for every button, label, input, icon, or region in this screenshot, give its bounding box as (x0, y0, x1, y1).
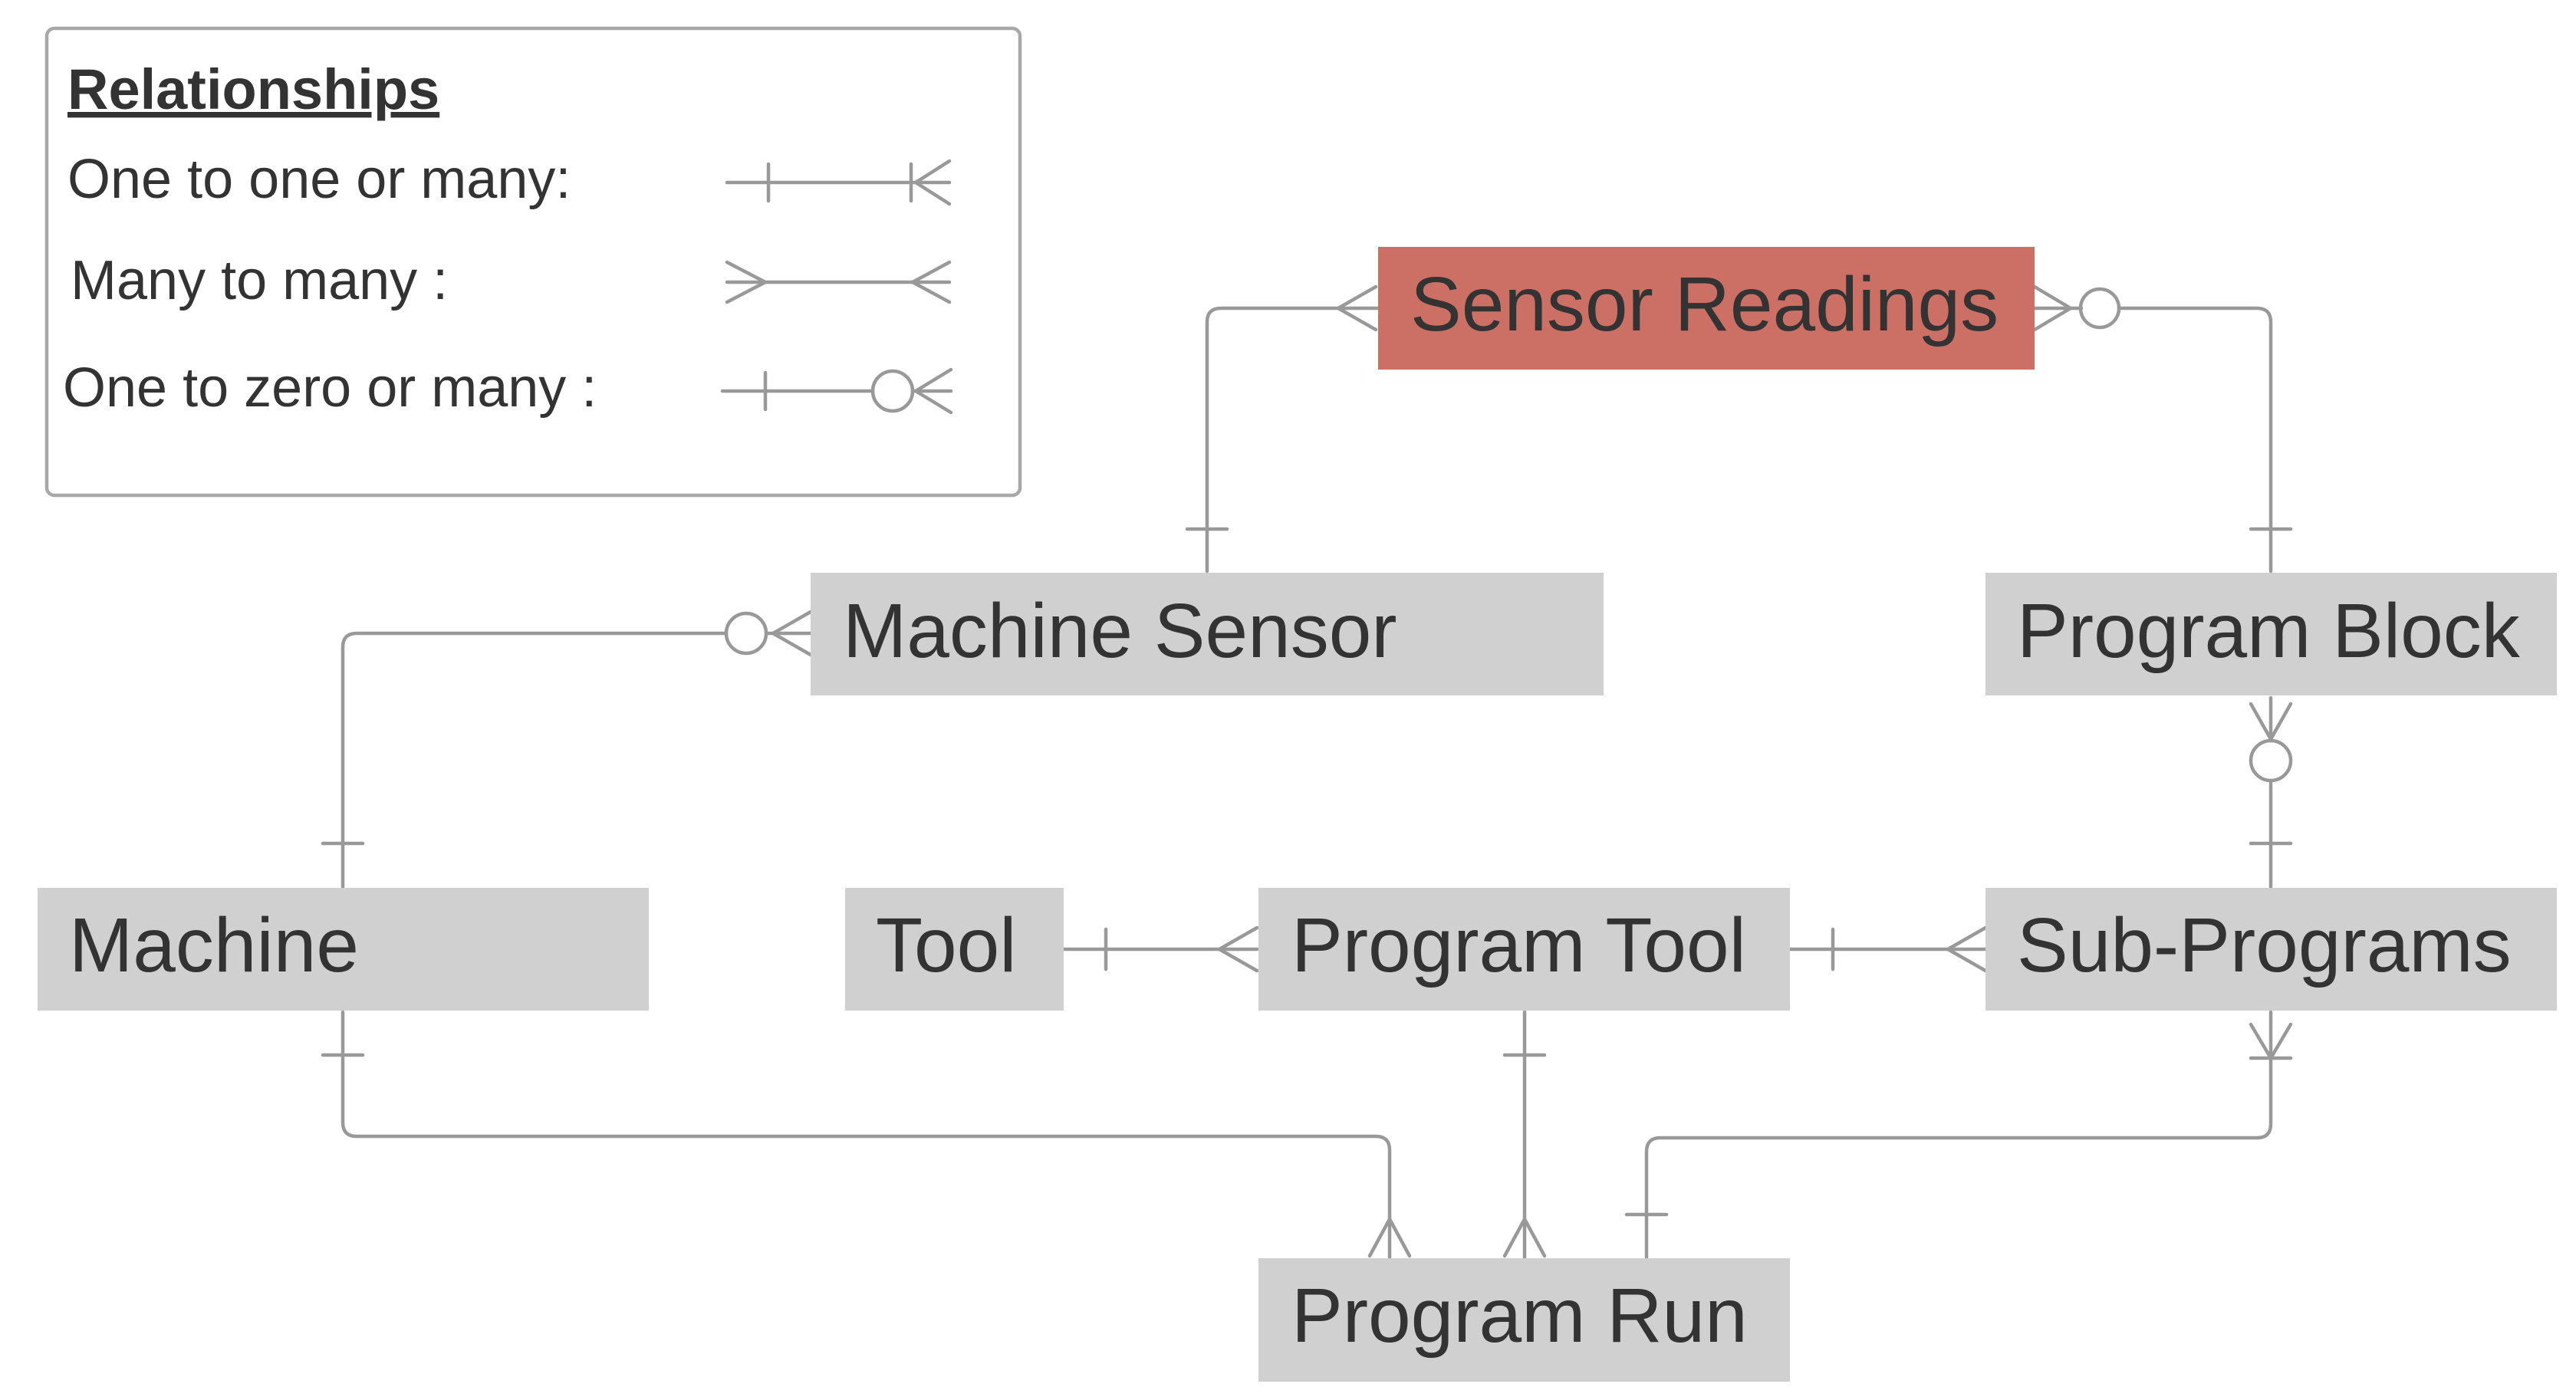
entity-label-sub-programs: Sub-Programs (2017, 902, 2512, 988)
many-to-many-icon (725, 260, 952, 304)
connector-tool-program-tool (1061, 925, 1259, 973)
entity-label-program-tool: Program Tool (1291, 902, 1746, 988)
connector-sub-programs-program-run (1624, 1010, 2293, 1260)
entity-program-block[interactable]: Program Block (1985, 573, 2557, 695)
entity-label-machine: Machine (69, 902, 359, 988)
connector-machine-machine-sensor (321, 610, 813, 889)
entity-label-program-block: Program Block (2017, 588, 2521, 674)
legend-box (44, 26, 1022, 498)
connector-program-tool-sub-programs (1788, 925, 1988, 973)
entity-program-run[interactable]: Program Run (1258, 1258, 1790, 1382)
entity-label-sensor-readings: Sensor Readings (1410, 261, 1999, 347)
entity-tool[interactable]: Tool (845, 888, 1064, 1011)
one-to-one-or-many-icon (725, 159, 952, 206)
connector-program-block-sub-programs (2249, 695, 2293, 889)
entity-label-program-run: Program Run (1291, 1273, 1748, 1359)
entity-label-machine-sensor: Machine Sensor (843, 588, 1397, 674)
connector-machine-program-run (321, 1010, 1412, 1260)
entity-machine-sensor[interactable]: Machine Sensor (811, 573, 1604, 695)
entity-sensor-readings[interactable]: Sensor Readings (1378, 247, 2035, 370)
legend-label-one-to-one-or-many: One to one or many: (67, 149, 571, 210)
entity-program-tool[interactable]: Program Tool (1258, 888, 1790, 1011)
legend-label-one-to-zero-or-many: One to zero or many : (63, 357, 597, 419)
connector-sensor-readings-program-block (2032, 284, 2293, 574)
connector-program-tool-program-run (1502, 1010, 1547, 1260)
legend: Relationships One to one or many: Many t… (44, 26, 1022, 498)
entity-sub-programs[interactable]: Sub-Programs (1985, 888, 2557, 1011)
legend-title: Relationships (67, 58, 439, 121)
entity-label-tool: Tool (876, 902, 1016, 988)
entity-machine[interactable]: Machine (38, 888, 649, 1011)
legend-label-many-to-many: Many to many : (71, 250, 448, 311)
connectors (321, 284, 2293, 1260)
one-to-zero-or-many-icon (720, 367, 953, 415)
connector-machine-sensor-sensor-readings (1185, 284, 1380, 574)
